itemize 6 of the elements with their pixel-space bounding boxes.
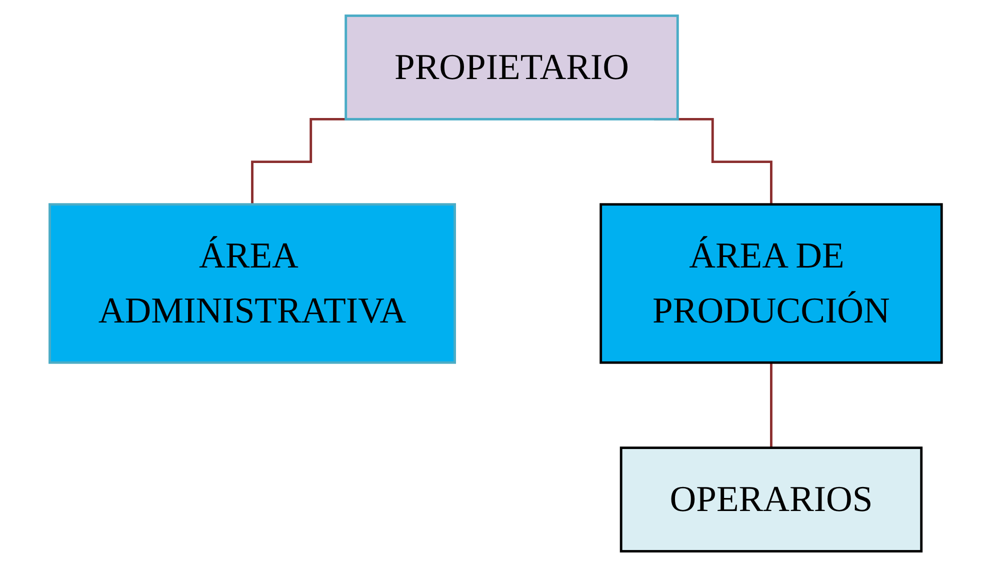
node-box	[620, 446, 923, 552]
connector	[770, 361, 773, 450]
node-box	[48, 203, 456, 364]
org-chart: PROPIETARIO ÁREA ADMINISTRATIVA ÁREA DE PRODUCCIÓN OPERARIOS	[40, 6, 952, 561]
node-box	[344, 14, 680, 120]
node-box	[600, 203, 944, 364]
